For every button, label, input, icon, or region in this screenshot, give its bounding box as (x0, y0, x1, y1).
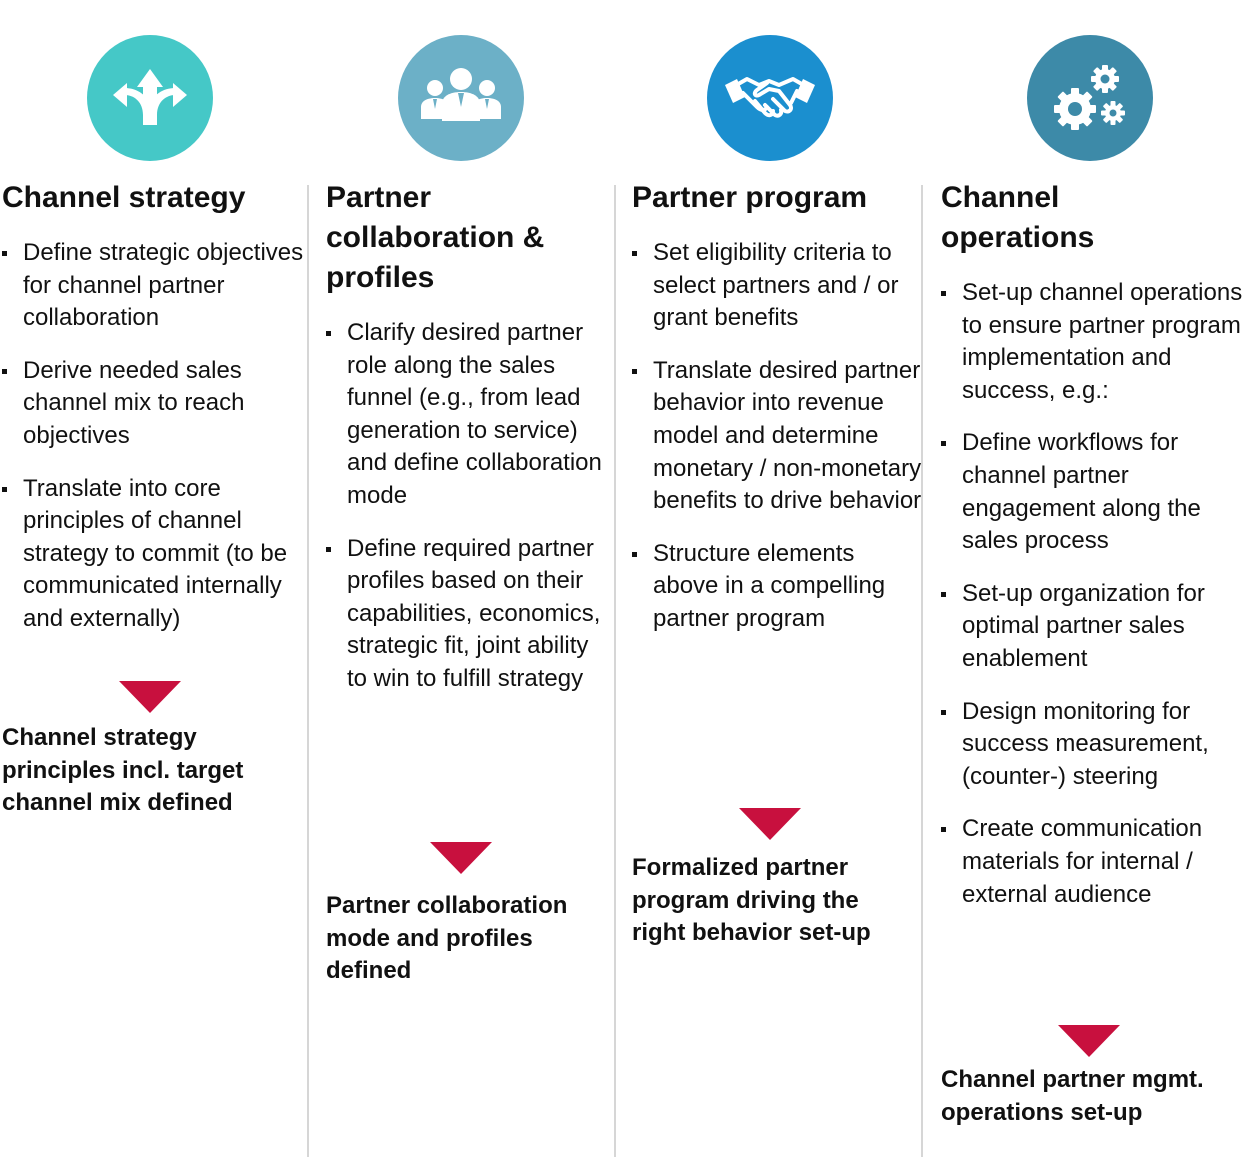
column-divider (307, 185, 309, 1157)
down-arrow-icon (739, 808, 801, 840)
down-arrow-icon (430, 842, 492, 874)
column-title: Channel operations (941, 181, 1095, 254)
list-item: Define required partner profiles based o… (326, 533, 611, 696)
list-item: Set-up organization for optimal partner … (941, 578, 1246, 676)
column-title: Partner program (632, 181, 868, 214)
list-item: Structure elements above in a compelling… (632, 538, 922, 636)
list-item: Set eligibility criteria to select partn… (632, 237, 922, 335)
list-item: Design monitoring for success measuremen… (941, 696, 1246, 794)
outcome-text: Partner collaboration mode and profiles … (326, 892, 568, 984)
bullet-list: Define strategic objectives for channel … (2, 237, 304, 656)
bullet-list: Set eligibility criteria to select partn… (632, 237, 922, 656)
outcome-text: Channel partner mgmt. operations set-up (941, 1066, 1204, 1126)
column-channel-strategy: Channel strategy Define strategic object… (0, 0, 305, 1160)
down-arrow-icon (1058, 1025, 1120, 1057)
column-title: Channel strategy (2, 181, 246, 214)
outcome-text: Formalized partner program driving the r… (632, 854, 871, 946)
down-arrow-icon (119, 681, 181, 713)
list-item: Define strategic objectives for channel … (2, 237, 304, 335)
list-item: Derive needed sales channel mix to reach… (2, 355, 304, 453)
list-item: Translate desired partner behavior into … (632, 355, 922, 518)
column-title: Partner collaboration & profiles (326, 181, 545, 294)
gears-icon (1027, 35, 1153, 161)
list-item: Set-up channel operations to ensure part… (941, 277, 1246, 407)
split-arrows-icon (87, 35, 213, 161)
column-divider (614, 185, 616, 1157)
column-divider (921, 185, 923, 1157)
column-partner-program: Partner program Set eligibility criteria… (616, 0, 921, 1160)
list-item: Clarify desired partner role along the s… (326, 317, 611, 513)
bullet-list: Clarify desired partner role along the s… (326, 317, 611, 716)
bullet-list: Set-up channel operations to ensure part… (941, 277, 1246, 931)
handshake-icon (707, 35, 833, 161)
list-item: Define workflows for channel partner eng… (941, 427, 1246, 557)
outcome-text: Channel strategy principles incl. target… (2, 724, 244, 816)
people-group-icon (398, 35, 524, 161)
list-item: Create communication materials for inter… (941, 813, 1246, 911)
column-partner-collaboration: Partner collaboration & profiles Clarify… (309, 0, 614, 1160)
list-item: Translate into core principles of channe… (2, 473, 304, 636)
column-channel-operations: Channel operations Set-up channel operat… (923, 0, 1250, 1160)
